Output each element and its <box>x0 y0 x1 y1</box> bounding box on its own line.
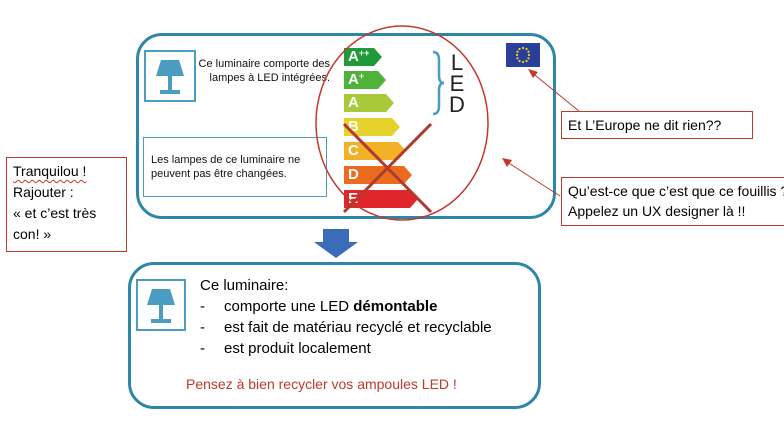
led-vertical-letter-e: E <box>449 71 465 96</box>
bottom-item-1-bold: démontable <box>353 298 438 315</box>
bracket-icon <box>432 50 445 116</box>
energy-label-app: A++ <box>348 48 370 65</box>
note-tranquilou-line-4: con! » <box>13 226 52 242</box>
led-integrated-text: Ce luminaire comporte des lampes à LED i… <box>198 58 330 84</box>
list-dash: - <box>200 340 205 357</box>
energy-label-c: C <box>348 142 359 159</box>
europe-arrow-line <box>529 70 581 113</box>
bottom-feature-list: Ce luminaire: - comporte une LED démonta… <box>200 275 492 359</box>
list-dash: - <box>200 319 205 336</box>
ux-arrow-head <box>502 158 512 167</box>
led-vertical-letter-l: L <box>450 50 464 75</box>
lamp-icon-box <box>144 50 196 102</box>
energy-label-b: B <box>348 118 359 135</box>
bottom-label-panel <box>128 262 541 409</box>
note-tranquilou-line-2: Rajouter : <box>13 184 74 200</box>
bottom-footer-text: Pensez à bien recycler vos ampoules LED … <box>186 376 457 392</box>
note-tranquilou: Tranquilou ! Rajouter : « et c’est très … <box>6 157 127 252</box>
list-dash: - <box>200 298 205 315</box>
bottom-title: Ce luminaire: <box>200 277 289 294</box>
energy-band-d <box>344 166 412 184</box>
europe-arrow-head <box>528 69 538 78</box>
led-vertical-letter-d: D <box>449 92 465 117</box>
note-europe: Et L’Europe ne dit rien?? <box>561 111 753 139</box>
warning-box <box>143 137 327 197</box>
bottom-item-1: - comporte une LED démontable <box>200 296 492 317</box>
energy-label-e: E <box>348 190 359 207</box>
bottom-item-2: - est fait de matériau recyclé et recycl… <box>200 317 492 338</box>
bottom-item-2-text: est fait de matériau recyclé et recyclab… <box>224 319 492 336</box>
energy-band-app <box>344 48 382 66</box>
energy-band-b <box>344 118 400 136</box>
down-arrow-icon <box>314 229 358 258</box>
energy-label-ap: A+ <box>348 71 365 88</box>
bottom-lamp-icon-box <box>136 279 186 331</box>
bottom-item-1-text: comporte une LED <box>224 298 354 315</box>
bottom-item-3-text: est produit localement <box>224 340 371 357</box>
bottom-item-3: - est produit localement <box>200 338 492 359</box>
lamp-icon <box>156 60 184 94</box>
note-tranquilou-line-3: « et c’est très <box>13 205 97 221</box>
energy-label-d: D <box>348 166 359 183</box>
note-ux-line-1: Qu’est-ce que c’est que ce fouillis ? <box>568 183 784 199</box>
annotation-circle <box>315 25 489 221</box>
note-tranquilou-line-1: Tranquilou ! <box>13 163 87 179</box>
energy-band-c <box>344 142 406 160</box>
annotation-cross-line-2 <box>342 122 433 214</box>
note-ux-line-2: Appelez un UX designer là !! <box>568 203 746 219</box>
energy-band-a <box>344 94 394 112</box>
energy-label-a: A <box>348 94 359 111</box>
note-ux-designer: Qu’est-ce que c’est que ce fouillis ? Ap… <box>561 177 784 226</box>
eu-flag-icon <box>506 43 540 67</box>
note-europe-text: Et L’Europe ne dit rien?? <box>568 117 722 133</box>
energy-band-ap <box>344 71 386 89</box>
lamp-icon <box>147 289 175 323</box>
warning-text: Les lampes de ce luminaire ne peuvent pa… <box>151 154 301 180</box>
ux-arrow-line <box>503 159 561 197</box>
